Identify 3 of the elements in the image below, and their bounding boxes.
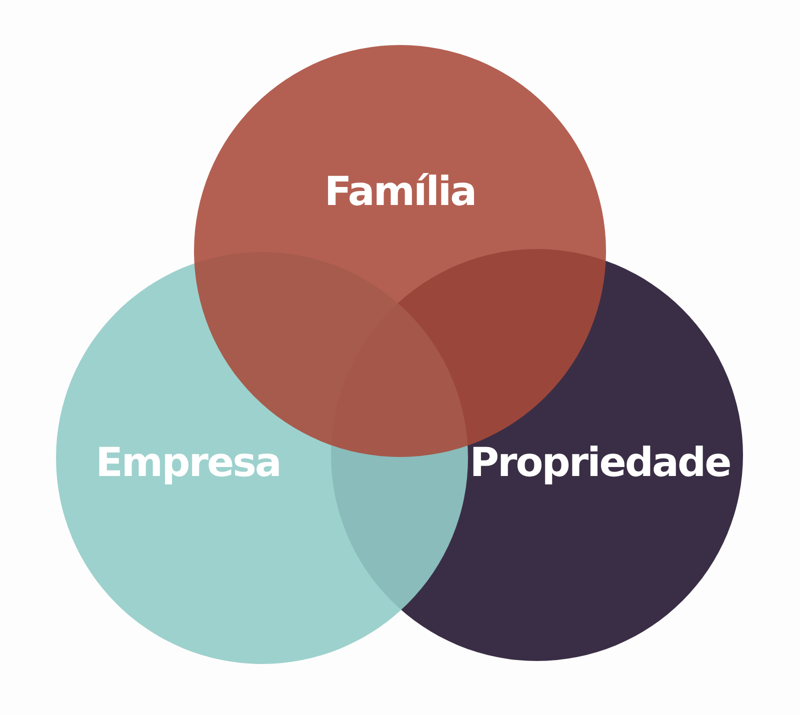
circle-label: Família xyxy=(324,170,476,214)
circle-label: Propriedade xyxy=(470,441,730,485)
circle-label: Empresa xyxy=(96,441,280,485)
